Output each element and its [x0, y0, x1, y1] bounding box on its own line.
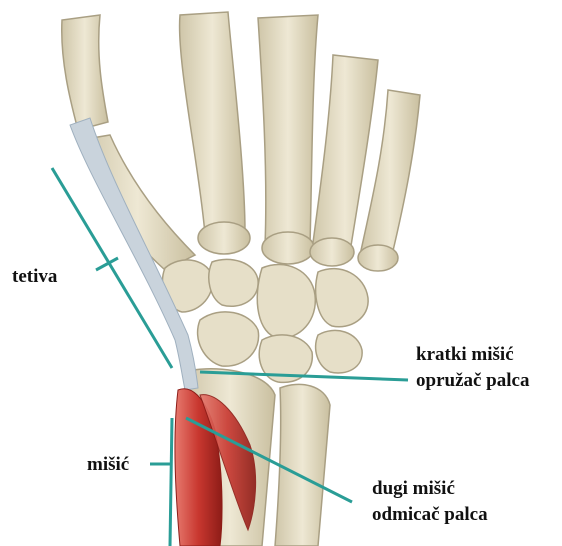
- hamate: [316, 269, 368, 327]
- long-abductor-label-line2: odmicač palca: [372, 502, 488, 528]
- capitate: [257, 264, 315, 338]
- index-head: [198, 222, 250, 254]
- muscle-label: mišić: [87, 452, 129, 478]
- index-metacarpal: [180, 12, 245, 235]
- little-head: [358, 245, 398, 271]
- short-extensor-label-line2: opružač palca: [416, 368, 529, 394]
- middle-head: [262, 232, 314, 264]
- long-abductor-label: dugi mišić odmicač palca: [368, 474, 492, 529]
- short-extensor-label-line1: kratki mišić: [416, 342, 529, 368]
- triquetrum: [316, 330, 363, 373]
- middle-metacarpal: [258, 15, 318, 245]
- thumb-phalanx: [62, 15, 108, 130]
- ring-head: [310, 238, 354, 266]
- scaphoid: [198, 312, 259, 366]
- hand-bones: [62, 12, 420, 271]
- tendon-label: tetiva: [12, 264, 57, 290]
- long-abductor-label-line1: dugi mišić: [372, 476, 488, 502]
- short-extensor-label: kratki mišić opružač palca: [412, 340, 533, 395]
- ulna: [275, 384, 330, 546]
- trapezoid: [209, 259, 258, 306]
- muscle-leader-line: [170, 418, 172, 546]
